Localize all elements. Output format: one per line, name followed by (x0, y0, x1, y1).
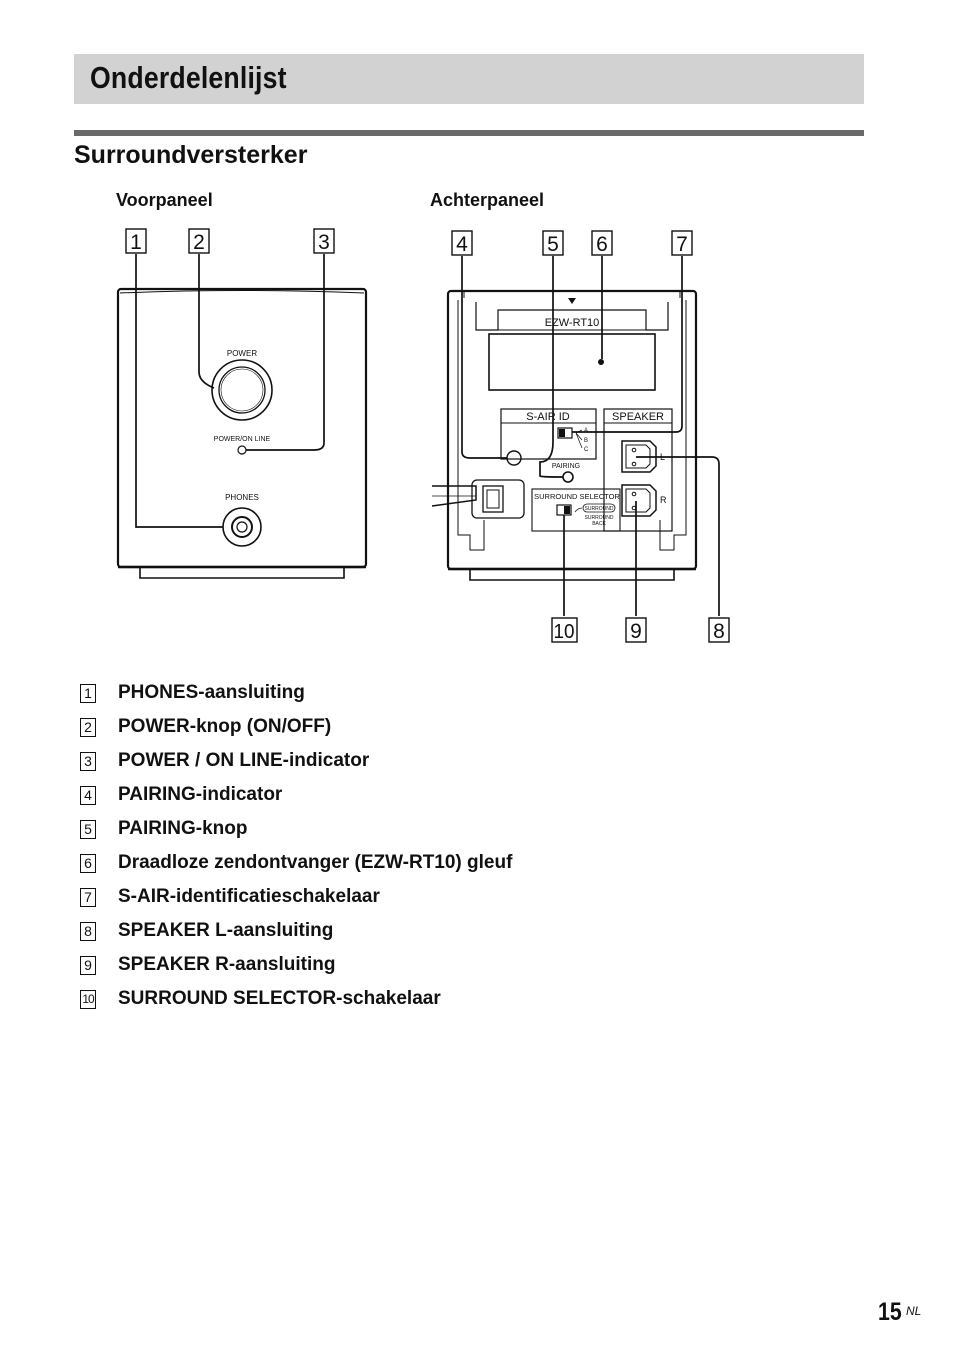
surround-back-label-1: SURROUND (585, 515, 614, 521)
callout-5: 5 (542, 230, 564, 256)
page-title: Onderdelenlijst (90, 60, 287, 95)
callout-2: 2 (188, 228, 210, 254)
svg-text:6: 6 (596, 233, 608, 256)
callout-7: 7 (671, 230, 693, 256)
svg-text:2: 2 (193, 231, 205, 254)
legend-number: 10 (80, 989, 96, 1009)
svg-text:3: 3 (318, 231, 330, 254)
svg-text:8: 8 (713, 620, 725, 643)
ezw-slot-label: EZW-RT10 (545, 317, 600, 329)
list-item: 9 SPEAKER R-aansluiting (80, 948, 512, 982)
surround-back-label-2: BACK (592, 521, 606, 527)
panel-diagram: POWER POWER/ON LINE PHONES (116, 228, 730, 643)
legend-text: Draadloze zendontvanger (EZW-RT10) gleuf (118, 852, 513, 873)
pairing-label: PAIRING (552, 463, 580, 470)
section-rule (74, 130, 864, 136)
ezw-slot (488, 333, 656, 391)
callout-10: 10 (551, 617, 578, 643)
pairing-indicator (506, 450, 522, 466)
legend-number: 9 (80, 955, 96, 975)
legend-number: 3 (80, 751, 96, 771)
phones-label: PHONES (225, 493, 259, 502)
legend-text: POWER-knop (ON/OFF) (118, 716, 332, 737)
speaker-r-label: R (660, 495, 667, 505)
s-air-id-switch[interactable] (557, 427, 573, 439)
surround-option-label: SURROUND (585, 506, 614, 512)
page-number: 15 (878, 1298, 902, 1326)
callout-3: 3 (313, 228, 335, 254)
legend-text: SPEAKER L-aansluiting (118, 920, 334, 941)
svg-text:10: 10 (554, 621, 575, 643)
power-online-indicator (237, 445, 247, 455)
legend-text: PAIRING-knop (118, 818, 248, 839)
legend-text: SURROUND SELECTOR-schakelaar (118, 988, 441, 1009)
rear-unit (431, 289, 698, 581)
svg-text:7: 7 (676, 233, 688, 256)
legend-text: PAIRING-indicator (118, 784, 283, 805)
callouts: 1 2 3 4 5 6 7 8 9 10 (125, 228, 730, 643)
list-item: 5 PAIRING-knop (80, 812, 512, 846)
legend-text: POWER / ON LINE-indicator (118, 750, 370, 771)
legend-number: 6 (80, 853, 96, 873)
svg-text:4: 4 (456, 233, 468, 256)
s-air-pos-c: C (584, 447, 589, 453)
power-label: POWER (227, 349, 257, 358)
legend-number: 1 (80, 683, 96, 703)
legend-text: S-AIR-identificatieschakelaar (118, 886, 380, 907)
list-item: 6 Draadloze zendontvanger (EZW-RT10) gleu… (80, 846, 512, 880)
title-bar: Onderdelenlijst (74, 54, 864, 104)
s-air-pos-a: A (584, 428, 588, 434)
list-item: 2 POWER-knop (ON/OFF) (80, 710, 512, 744)
front-leader-lines (135, 254, 325, 528)
list-item: 4 PAIRING-indicator (80, 778, 512, 812)
legend-number: 5 (80, 819, 96, 839)
front-unit (116, 287, 368, 579)
speaker-r-terminal[interactable] (621, 484, 657, 517)
pairing-button[interactable] (562, 471, 574, 483)
svg-text:1: 1 (130, 231, 142, 254)
s-air-id-label: S-AIR ID (526, 411, 569, 423)
speaker-l-terminal[interactable] (621, 440, 657, 473)
callout-1: 1 (125, 228, 147, 254)
svg-text:9: 9 (630, 620, 642, 643)
speaker-label: SPEAKER (612, 411, 664, 423)
list-item: 3 POWER / ON LINE-indicator (80, 744, 512, 778)
surround-selector-label: SURROUND SELECTOR (534, 492, 620, 501)
callout-9: 9 (625, 617, 647, 643)
rear-panel-label: Achterpaneel (430, 190, 545, 210)
legend-number: 4 (80, 785, 96, 805)
list-item: 7 S-AIR-identificatieschakelaar (80, 880, 512, 914)
svg-text:5: 5 (547, 233, 559, 256)
s-air-pos-b: B (584, 438, 588, 444)
front-panel-label: Voorpaneel (116, 190, 213, 210)
legend-number: 8 (80, 921, 96, 941)
rear-leader-lines (461, 256, 720, 616)
parts-legend: 1 PHONES-aansluiting 2 POWER-knop (ON/OFF)… (80, 676, 512, 1016)
list-item: 1 PHONES-aansluiting (80, 676, 512, 710)
legend-text: SPEAKER R-aansluiting (118, 954, 336, 975)
legend-number: 2 (80, 717, 96, 737)
list-item: 8 SPEAKER L-aansluiting (80, 914, 512, 948)
callout-8: 8 (708, 617, 730, 643)
legend-number: 7 (80, 887, 96, 907)
power-online-label: POWER/ON LINE (214, 436, 271, 443)
callout-6: 6 (591, 230, 613, 256)
callout-4: 4 (451, 230, 473, 256)
legend-text: PHONES-aansluiting (118, 682, 305, 703)
page-language: NL (906, 1304, 922, 1318)
list-item: 10 SURROUND SELECTOR-schakelaar (80, 982, 512, 1016)
phones-jack[interactable] (222, 507, 262, 547)
section-title: Surroundversterker (74, 141, 308, 169)
power-button[interactable] (211, 359, 273, 421)
